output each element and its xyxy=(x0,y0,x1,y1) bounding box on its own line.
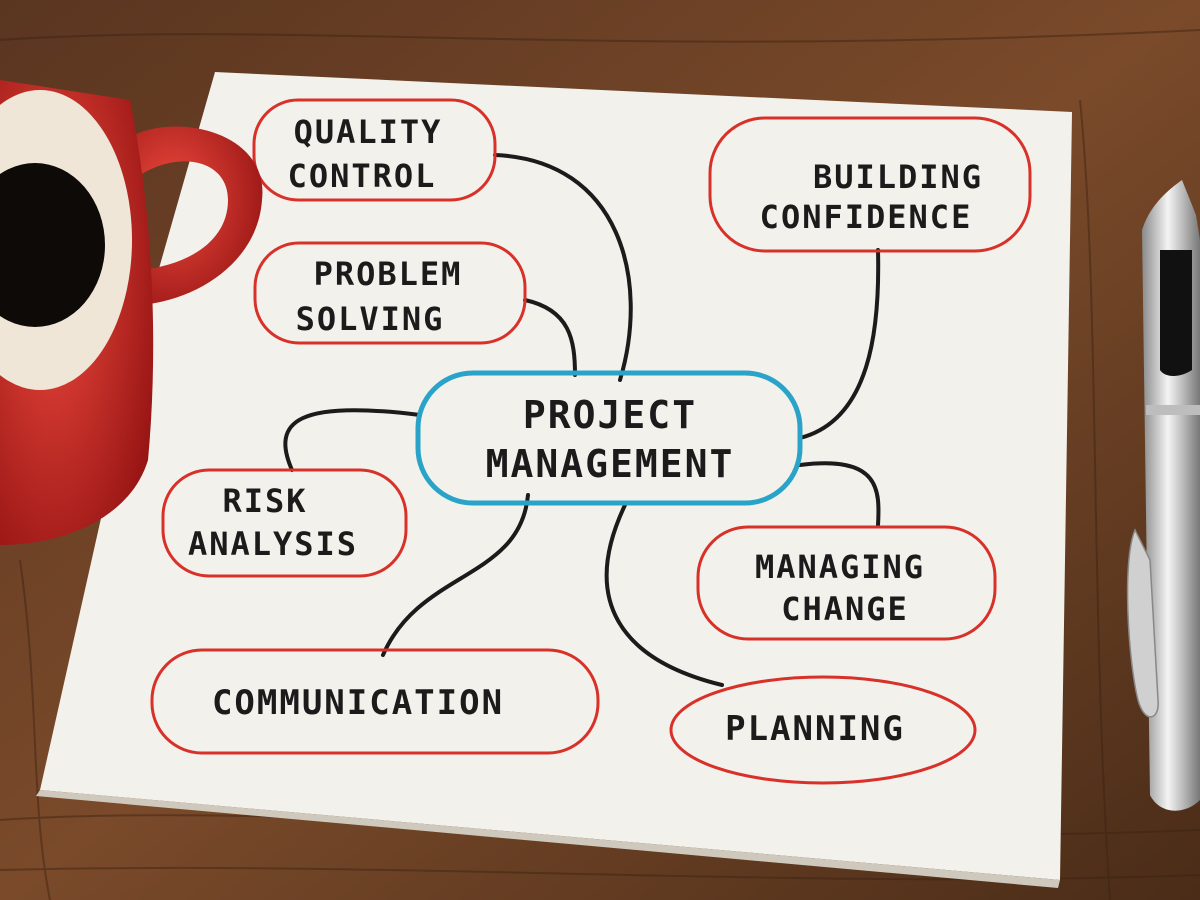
node-line-1: QUALITY xyxy=(294,113,443,151)
node-building-confidence: BUILDING CONFIDENCE xyxy=(708,116,1032,253)
pen-icon xyxy=(1126,180,1200,811)
node-outline xyxy=(252,98,497,202)
node-line-1: PLANNING xyxy=(725,709,905,749)
node-outline xyxy=(708,116,1032,253)
connector-planning xyxy=(604,503,724,687)
coffee-surface xyxy=(0,163,105,327)
node-line-2: CHANGE xyxy=(781,590,909,628)
connector-building-confidence xyxy=(798,248,881,440)
node-line-1: RISK xyxy=(222,482,307,520)
node-line-1: PROBLEM xyxy=(314,255,463,293)
connector-lines xyxy=(283,153,881,687)
mug-handle xyxy=(125,126,263,305)
pen-clip xyxy=(1126,528,1159,718)
node-line-1: BUILDING xyxy=(813,158,983,196)
node-line-2: CONTROL xyxy=(288,157,437,195)
connector-communication xyxy=(381,493,530,657)
node-outline xyxy=(161,468,408,578)
node-problem-solving: PROBLEM SOLVING xyxy=(253,241,527,345)
node-planning: PLANNING xyxy=(669,675,977,785)
node-line-2: CONFIDENCE xyxy=(760,198,973,236)
center-node: PROJECT MANAGEMENT xyxy=(415,370,803,506)
node-outline xyxy=(696,525,997,641)
connector-managing-change xyxy=(798,461,881,527)
node-outline xyxy=(253,241,527,345)
center-line-1: PROJECT xyxy=(523,393,697,437)
connector-quality-control xyxy=(493,153,633,382)
center-line-2: MANAGEMENT xyxy=(486,442,735,486)
pen-band xyxy=(1146,405,1200,415)
node-line-2: ANALYSIS xyxy=(188,525,358,563)
node-line-2: SOLVING xyxy=(296,300,445,338)
node-line-1: COMMUNICATION xyxy=(212,683,504,723)
center-node-outline xyxy=(415,370,803,506)
pen-grip xyxy=(1160,250,1192,376)
node-outline xyxy=(669,675,977,785)
connector-problem-solving xyxy=(523,298,577,377)
node-managing-change: MANAGING CHANGE xyxy=(696,525,997,641)
napkin-shadow xyxy=(36,790,1060,888)
coffee-mug-icon xyxy=(0,80,263,545)
node-outline xyxy=(150,648,600,755)
node-quality-control: QUALITY CONTROL xyxy=(252,98,497,202)
node-risk-analysis: RISK ANALYSIS xyxy=(161,468,408,578)
node-line-1: MANAGING xyxy=(755,548,925,586)
connector-risk-analysis xyxy=(283,408,422,472)
node-communication: COMMUNICATION xyxy=(150,648,600,755)
